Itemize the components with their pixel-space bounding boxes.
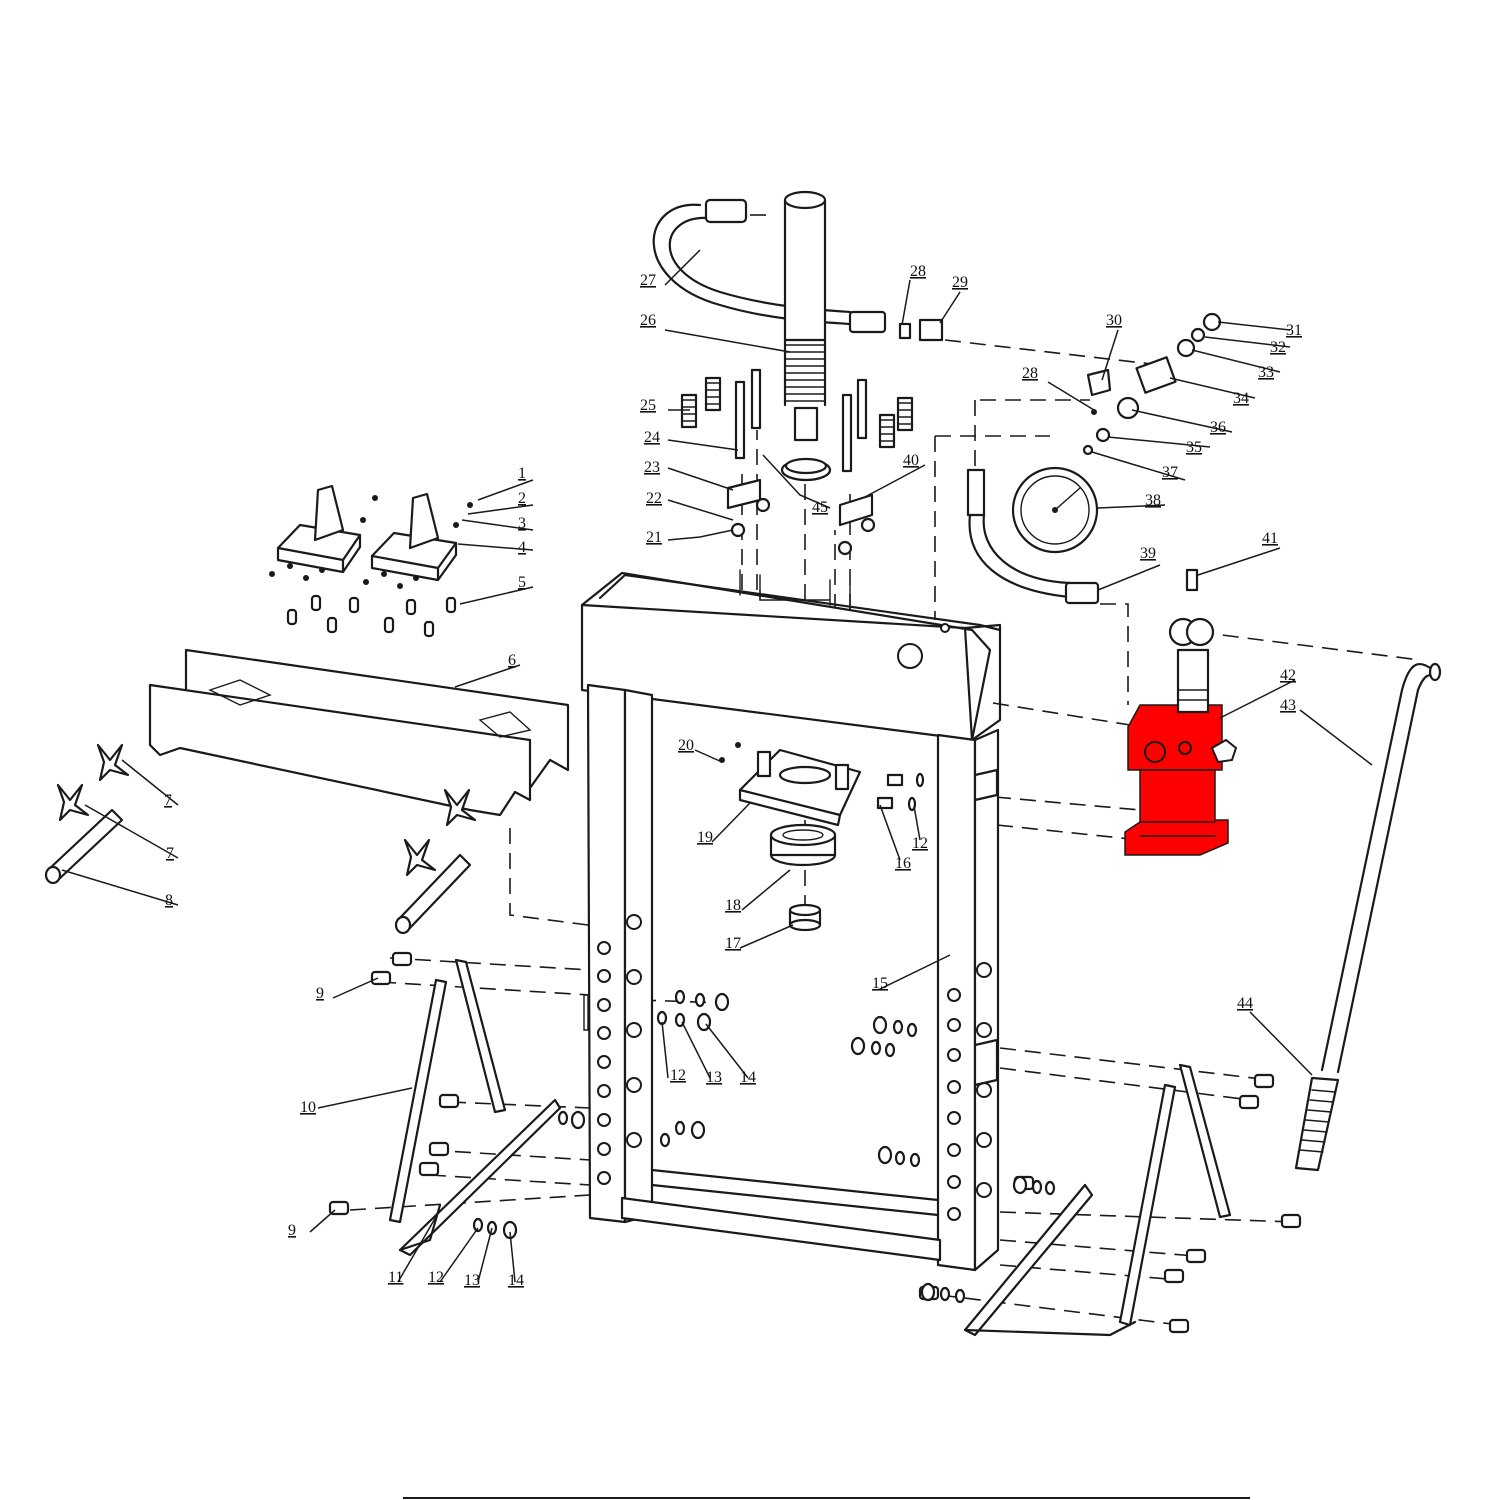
callout-28b: 28	[1022, 365, 1038, 382]
callout-16: 16	[895, 855, 911, 872]
hydraulic-pump-42	[1124, 568, 1238, 856]
callout-25: 25	[640, 397, 656, 414]
callout-37: 37	[1162, 464, 1178, 481]
callout-21: 21	[646, 529, 662, 546]
callout-26: 26	[640, 312, 656, 329]
callout-36: 36	[1210, 419, 1226, 436]
callout-33: 33	[1258, 364, 1274, 381]
callout-8: 8	[165, 892, 173, 909]
callout-42: 42	[1280, 667, 1296, 684]
callout-15: 15	[872, 975, 888, 992]
valve-block-parts-30-37	[1082, 312, 1222, 456]
top-spacer-lines	[739, 569, 851, 611]
fittings-28-29	[898, 318, 944, 342]
leader-lines	[61, 249, 1373, 1283]
callout-34: 34	[1233, 390, 1249, 407]
callout-14b: 14	[740, 1069, 756, 1086]
left-leg-10-11	[328, 951, 586, 1257]
callout-18: 18	[725, 897, 741, 914]
pins-7-8	[44, 743, 477, 935]
callout-31: 31	[1286, 322, 1302, 339]
main-frame	[580, 571, 1002, 1272]
callout-23: 23	[644, 459, 660, 476]
callout-22: 22	[646, 490, 662, 507]
right-leg-10-11	[918, 1063, 1302, 1337]
callout-12c: 12	[912, 835, 928, 852]
callout-13a: 13	[464, 1272, 480, 1289]
pressure-gauge-38	[1011, 466, 1099, 554]
adapter-17	[788, 903, 822, 932]
callout-24: 24	[644, 429, 660, 446]
callout-9b: 9	[288, 1222, 296, 1239]
callout-9a: 9	[316, 985, 324, 1002]
hose-27	[652, 198, 887, 334]
callout-29: 29	[952, 274, 968, 291]
callout-38: 38	[1145, 492, 1161, 509]
callout-27: 27	[640, 272, 656, 289]
callout-labels: 1 2 3 4 5 6 7 7 8 9 9 10 11 12 12 12 13 …	[164, 263, 1302, 1289]
handle-grip-44	[1294, 1076, 1340, 1172]
callout-17: 17	[725, 935, 741, 952]
callout-32: 32	[1270, 339, 1286, 356]
callout-1: 1	[518, 465, 526, 482]
hose-39	[966, 468, 1100, 605]
press-plate-19	[738, 748, 862, 827]
callout-5: 5	[518, 574, 526, 591]
v-blocks-1-5	[269, 484, 473, 638]
ram-cylinder-26	[780, 190, 832, 482]
bed-plate-6	[148, 648, 570, 817]
callout-39: 39	[1140, 545, 1156, 562]
callout-35: 35	[1186, 439, 1202, 456]
callout-28a: 28	[910, 263, 926, 280]
springs-bolts-21-25	[680, 368, 914, 556]
callout-7b: 7	[166, 845, 174, 862]
callout-30: 30	[1106, 312, 1122, 329]
callout-19: 19	[697, 829, 713, 846]
callout-13b: 13	[706, 1069, 722, 1086]
callout-10: 10	[300, 1099, 316, 1116]
callout-2: 2	[518, 490, 526, 507]
callout-12b: 12	[670, 1067, 686, 1084]
pump-handle-43	[1320, 662, 1442, 1074]
callout-3: 3	[518, 515, 526, 532]
fasteners-12-16-20	[719, 742, 925, 812]
callout-11: 11	[388, 1269, 403, 1286]
callout-6: 6	[508, 652, 516, 669]
callout-20: 20	[678, 737, 694, 754]
ram-saddle-18	[769, 823, 837, 867]
callout-45: 45	[812, 499, 828, 516]
washer-nut-stacks-12-13-14	[656, 989, 1056, 1304]
callout-7a: 7	[164, 792, 172, 809]
callout-44: 44	[1237, 995, 1253, 1012]
callout-12a: 12	[428, 1269, 444, 1286]
callout-14a: 14	[508, 1272, 524, 1289]
callout-43: 43	[1280, 697, 1296, 714]
callout-40: 40	[903, 452, 919, 469]
callout-4: 4	[518, 539, 526, 556]
callout-41: 41	[1262, 530, 1278, 547]
